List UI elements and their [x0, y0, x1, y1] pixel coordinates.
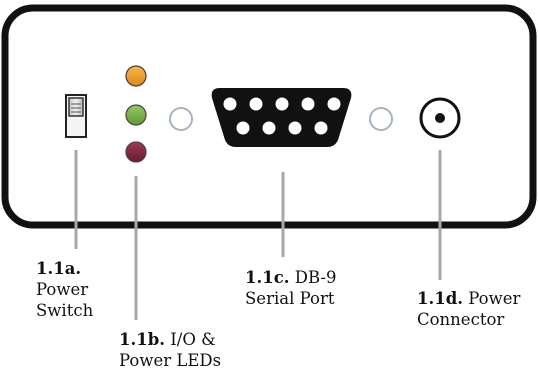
label-leds-line2: Power LEDs [119, 351, 222, 370]
label-power-switch-id: 1.1a. [36, 259, 82, 278]
label-serial-port-line1: DB-9 [289, 268, 337, 287]
label-power-switch: 1.1a. Power Switch [36, 258, 93, 321]
label-serial-port: 1.1c. DB-9 Serial Port [245, 267, 336, 309]
label-leds-line1: I/O & [165, 330, 216, 349]
label-leds: 1.1b. I/O & Power LEDs [119, 329, 221, 371]
label-power-switch-line2: Switch [36, 301, 94, 320]
label-power-connector-id: 1.1d. [417, 289, 463, 308]
label-power-connector-line1: Power [463, 289, 521, 308]
label-power-connector-line2: Connector [417, 310, 505, 329]
power-connector-icon [419, 97, 461, 139]
power-switch-icon [65, 94, 87, 138]
label-serial-port-id: 1.1c. [245, 268, 290, 287]
label-serial-port-line2: Serial Port [245, 289, 335, 308]
mount-hole-right-icon [369, 107, 393, 131]
db9-port-icon [211, 88, 352, 147]
led-green-icon [125, 104, 147, 126]
mount-hole-left-icon [169, 107, 193, 131]
label-power-switch-line1: Power [36, 280, 89, 299]
led-orange-icon [125, 65, 147, 87]
led-red-icon [125, 141, 147, 163]
label-leds-id: 1.1b. [119, 330, 165, 349]
label-power-connector: 1.1d. Power Connector [417, 288, 520, 330]
